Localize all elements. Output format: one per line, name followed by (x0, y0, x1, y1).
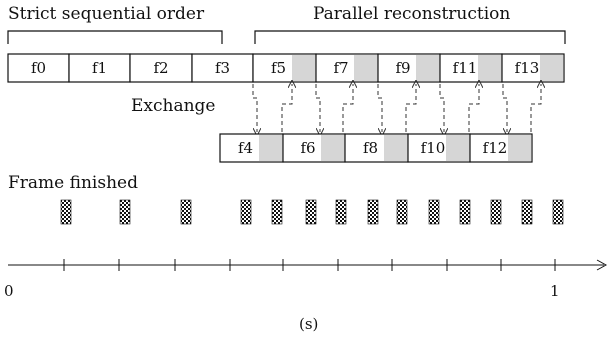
frame-box-f8: f8 (344, 133, 409, 163)
frame-label: f2 (153, 59, 168, 77)
top-frame-row: f0 f1 f2 f3 f5 f7 f9 f11 f13 (7, 53, 565, 83)
frame-finished-marker (305, 199, 317, 225)
frame-box-f0: f0 (7, 53, 70, 83)
finish-markers (60, 199, 564, 225)
bottom-frame-row: f4 f6 f8 f10 f12 (219, 133, 533, 163)
strict-order-title: Strict sequential order (8, 4, 205, 24)
frame-label: f1 (92, 59, 107, 77)
frame-shaded-region (259, 134, 283, 162)
exchange-arrow-up (530, 84, 541, 132)
frame-shaded-region (416, 54, 440, 82)
frame-label: f12 (483, 139, 508, 157)
exchange-arrow-down (315, 84, 320, 132)
exchange-label: Exchange (131, 96, 216, 116)
exchange-arrow-down (252, 84, 257, 132)
frame-box-f2: f2 (129, 53, 193, 83)
frame-box-f12: f12 (469, 133, 533, 163)
frame-finished-marker (119, 199, 131, 225)
frame-box-f1: f1 (68, 53, 131, 83)
frame-shaded-region (508, 134, 532, 162)
frame-finished-marker (490, 199, 502, 225)
frame-box-rect (7, 53, 70, 83)
frame-label: f11 (453, 59, 478, 77)
frame-shaded-region (478, 54, 502, 82)
frame-box-f5: f5 (252, 53, 317, 83)
frame-label: f9 (395, 59, 410, 77)
frame-box-rect (68, 53, 131, 83)
exchange-arrow-up (342, 84, 353, 132)
frame-label: f4 (238, 139, 253, 157)
strict-order-bracket (7, 30, 223, 44)
frame-label: f13 (515, 59, 540, 77)
exchange-arrow-up (468, 84, 479, 132)
frame-finished-marker (396, 199, 408, 225)
axis-unit-label: (s) (299, 315, 318, 333)
axis-end-label: 1 (550, 282, 560, 300)
frame-finished-marker (180, 199, 192, 225)
exchange-arrow-up (405, 84, 416, 132)
frame-label: f5 (271, 59, 286, 77)
frame-shaded-region (321, 134, 345, 162)
frame-box-f3: f3 (191, 53, 254, 83)
frame-finished-marker (459, 199, 471, 225)
frame-finished-marker (367, 199, 379, 225)
frame-box-f6: f6 (282, 133, 346, 163)
frame-label: f7 (333, 59, 348, 77)
frame-box-rect (129, 53, 193, 83)
axis-start-label: 0 (4, 282, 14, 300)
frame-finished-marker (240, 199, 252, 225)
frame-finished-label: Frame finished (8, 173, 138, 193)
parallel-reconstruction-title: Parallel reconstruction (313, 4, 510, 24)
frame-box-f9: f9 (377, 53, 441, 83)
parallel-bracket (254, 30, 566, 44)
frame-finished-marker (335, 199, 347, 225)
frame-shaded-region (384, 134, 408, 162)
frame-label: f3 (215, 59, 230, 77)
exchange-arrow-down (377, 84, 382, 132)
time-axis-ticks (63, 259, 556, 271)
exchange-arrow-down (439, 84, 444, 132)
exchange-arrow-down (502, 84, 507, 132)
frame-finished-marker (552, 199, 564, 225)
frame-label: f6 (300, 139, 315, 157)
frame-finished-marker (428, 199, 440, 225)
frame-box-f10: f10 (407, 133, 471, 163)
exchange-arrow-up (281, 84, 292, 132)
frame-box-f7: f7 (315, 53, 379, 83)
frame-box-f11: f11 (439, 53, 503, 83)
frame-finished-marker (271, 199, 283, 225)
frame-label: f8 (363, 139, 378, 157)
frame-shaded-region (354, 54, 378, 82)
frame-shaded-region (292, 54, 316, 82)
frame-box-f13: f13 (501, 53, 565, 83)
frame-shaded-region (446, 134, 470, 162)
frame-shaded-region (540, 54, 564, 82)
time-axis-arrowhead (596, 259, 608, 271)
frame-finished-marker (521, 199, 533, 225)
frame-box-f4: f4 (219, 133, 284, 163)
frame-finished-marker (60, 199, 72, 225)
exchange-arrows (252, 84, 541, 132)
frame-label: f10 (421, 139, 446, 157)
frame-label: f0 (31, 59, 46, 77)
